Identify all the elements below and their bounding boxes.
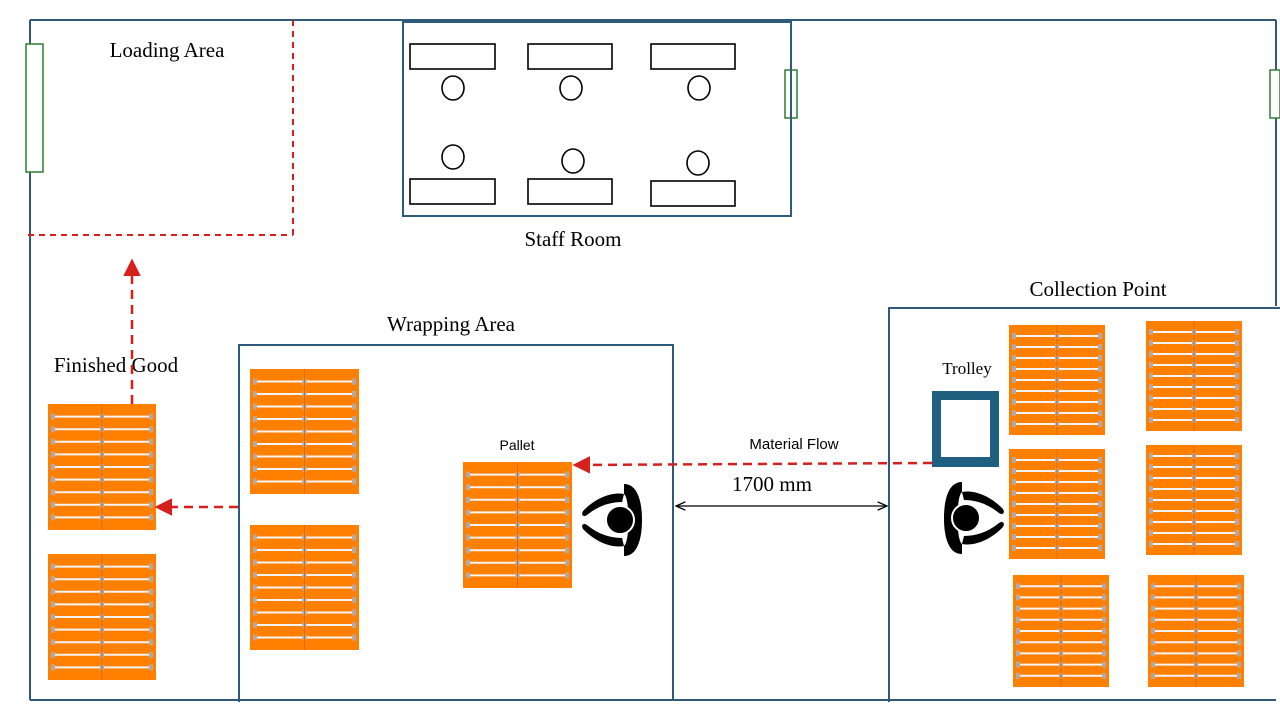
pallet-label: Pallet bbox=[499, 437, 534, 453]
pallet-icon bbox=[1146, 445, 1242, 555]
pallet-icon bbox=[1009, 325, 1105, 435]
staff-chair bbox=[687, 75, 711, 101]
staff-tables bbox=[409, 43, 736, 207]
staff-table bbox=[409, 178, 496, 205]
trolley-icon bbox=[932, 391, 999, 467]
pallet-icon bbox=[250, 525, 359, 650]
loading-area-label: Loading Area bbox=[110, 38, 226, 62]
person-top-view-icon bbox=[944, 482, 1004, 554]
wrapping-area-label: Wrapping Area bbox=[387, 312, 516, 336]
material-flow-arrows bbox=[123, 258, 933, 516]
staff-chair bbox=[561, 148, 585, 174]
collection-point-wall bbox=[888, 307, 1280, 702]
staff-table bbox=[527, 178, 613, 205]
staff-table bbox=[650, 43, 736, 70]
loading-area bbox=[28, 20, 294, 236]
staff-table bbox=[409, 43, 496, 70]
person-top-view-icon bbox=[582, 484, 642, 556]
staff-room-label: Staff Room bbox=[524, 227, 621, 251]
staff-table bbox=[527, 43, 613, 70]
door-icon bbox=[25, 43, 44, 173]
pallet-icon bbox=[1009, 449, 1105, 559]
pallet-icon bbox=[48, 404, 156, 530]
flow-arrow-to-wrapping bbox=[572, 456, 933, 474]
collection-point bbox=[888, 307, 1280, 702]
wrapping-area bbox=[238, 344, 674, 702]
pallet-icon bbox=[1013, 575, 1109, 687]
collection-point-label: Collection Point bbox=[1029, 277, 1166, 301]
pallet-icon bbox=[463, 462, 572, 588]
pallet-icon bbox=[1146, 321, 1242, 431]
wrapping-area-wall bbox=[238, 344, 674, 702]
staff-room-wall bbox=[402, 21, 792, 217]
staff-room bbox=[402, 21, 792, 217]
pallet-icon bbox=[250, 369, 359, 494]
staff-chair bbox=[441, 144, 465, 170]
distance-label: 1700 mm bbox=[732, 472, 812, 496]
trolley-bed bbox=[941, 400, 990, 457]
material-flow-label: Material Flow bbox=[749, 436, 838, 453]
staff-chair bbox=[686, 150, 710, 176]
staff-chairs bbox=[441, 75, 711, 176]
staff-chair bbox=[559, 75, 583, 101]
door-icon bbox=[1269, 69, 1280, 119]
staff-table bbox=[650, 180, 736, 207]
trolley-label: Trolley bbox=[942, 359, 992, 378]
staff-chair bbox=[441, 75, 465, 101]
pallet-icon bbox=[1148, 575, 1244, 687]
finished-good-label: Finished Good bbox=[54, 353, 179, 377]
pallet-icon bbox=[48, 554, 156, 680]
doors bbox=[25, 43, 1280, 173]
pallets bbox=[48, 321, 1244, 687]
